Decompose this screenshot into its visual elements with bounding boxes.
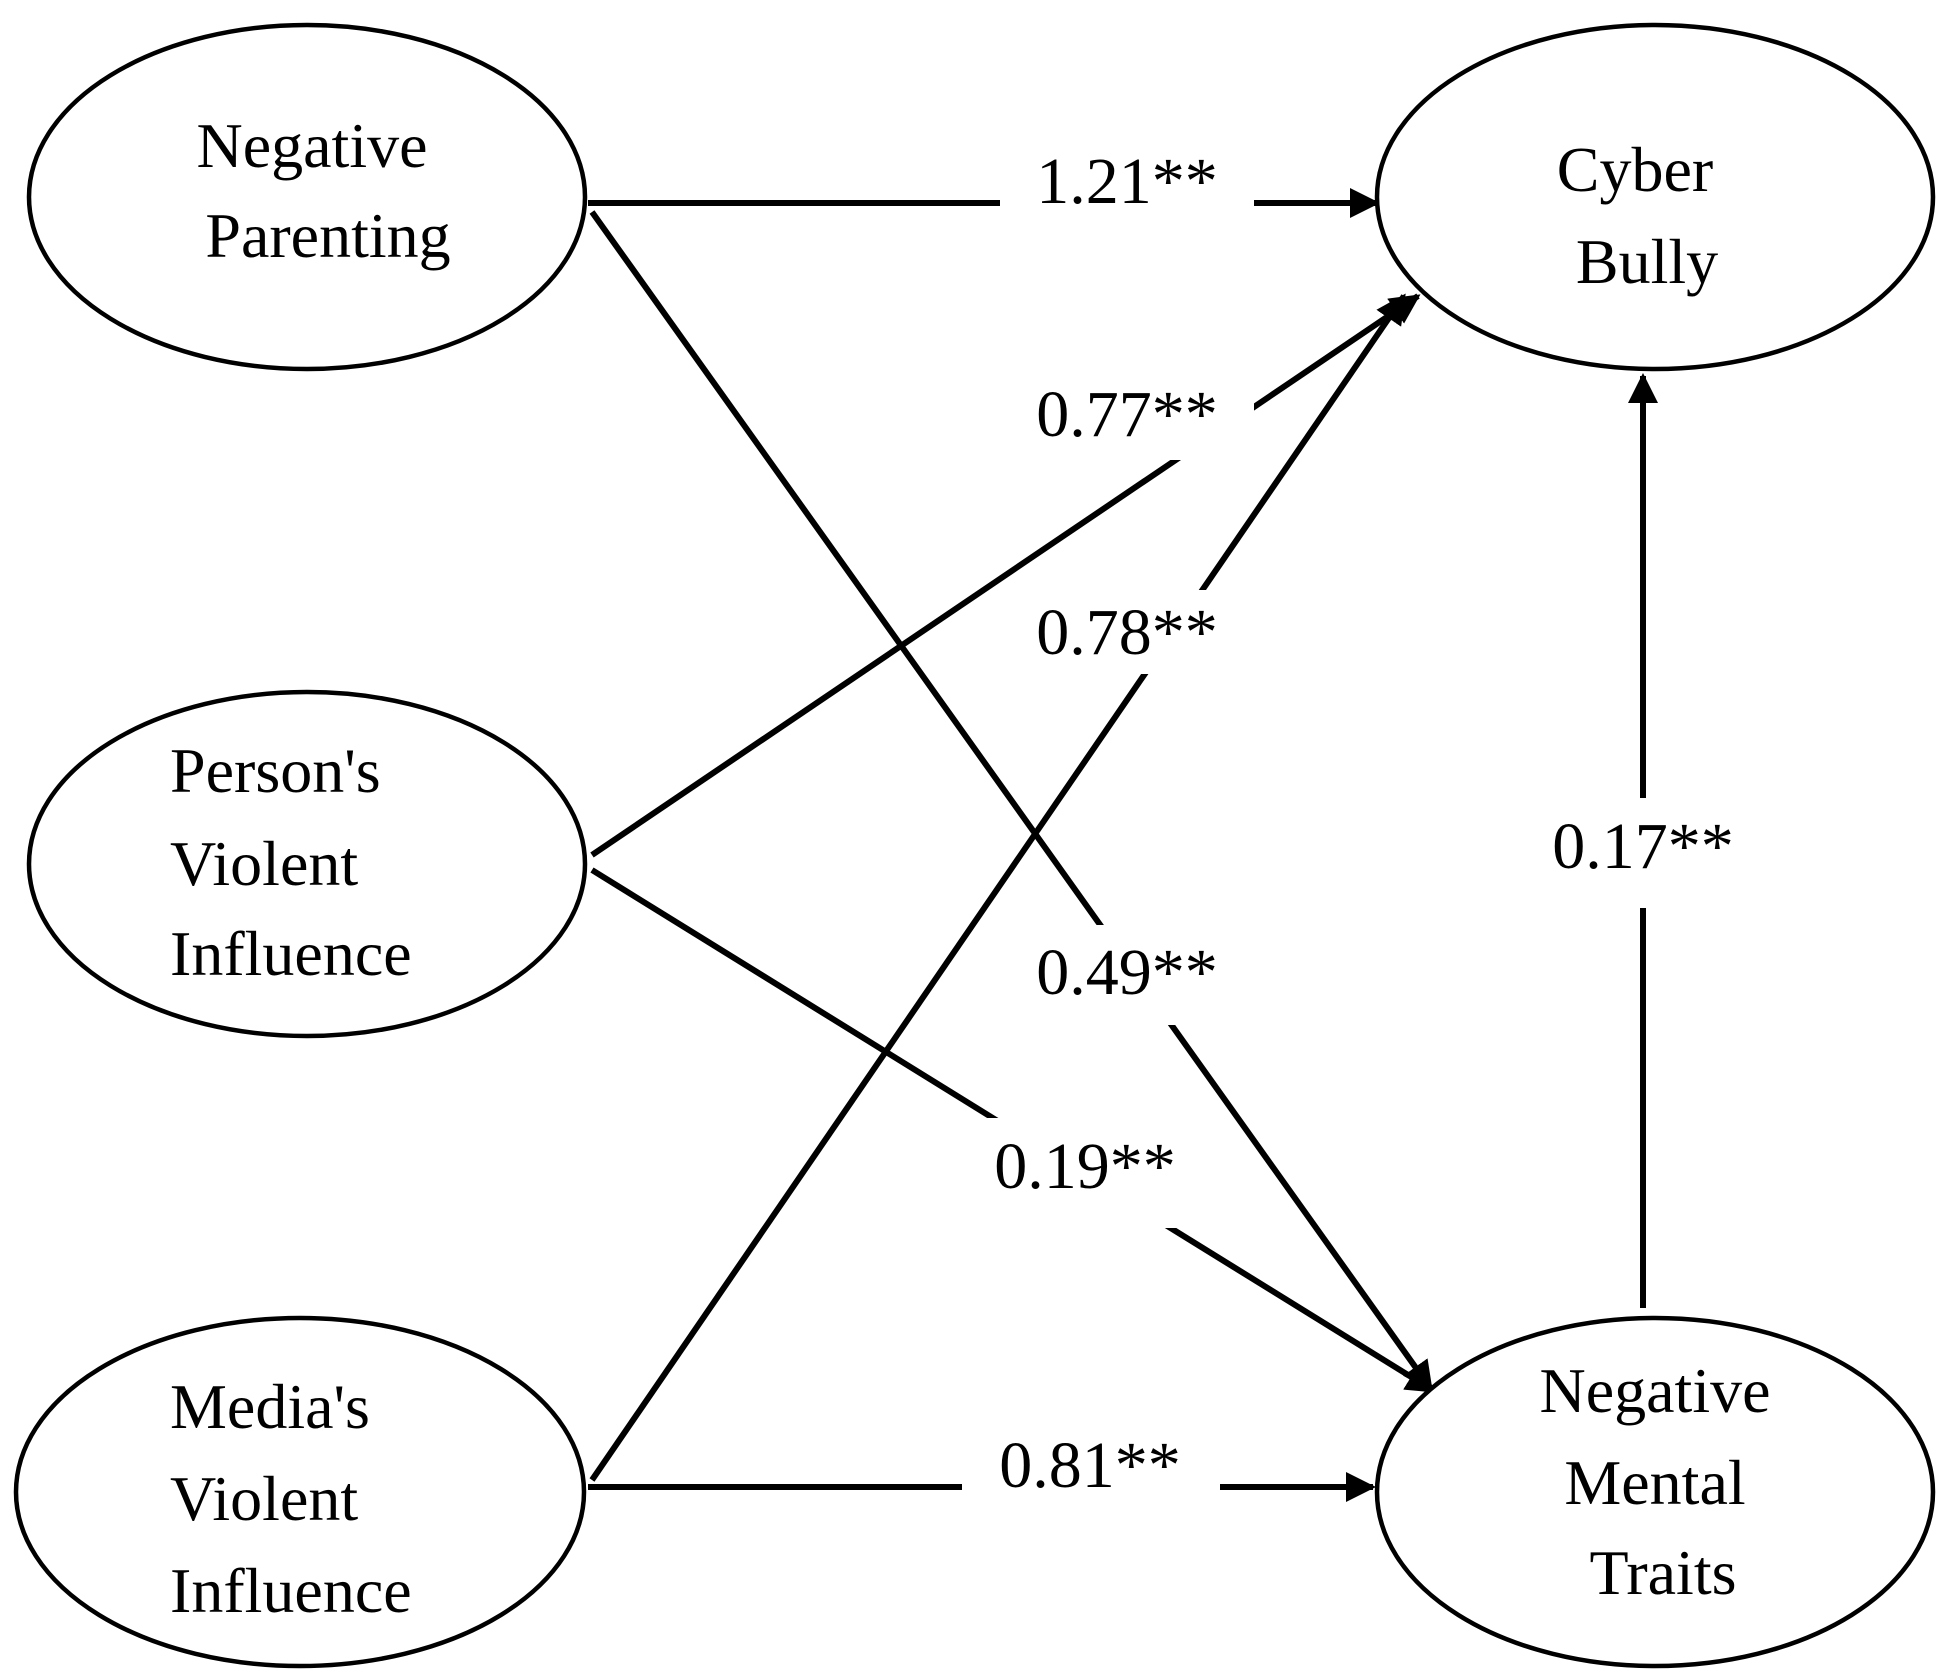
node-medias-violent-influence-label: Media's Violent Influence [170, 1371, 412, 1626]
node-negative-parenting-ellipse [26, 22, 588, 372]
coefficient-medias-violent-to-mental-traits: 0.81** [999, 1429, 1181, 1502]
coefficient-mental-traits-to-cyber-bully: 0.17** [1552, 810, 1734, 883]
coefficient-persons-violent-to-cyber-bully: 0.77** [1036, 378, 1218, 451]
coefficient-parenting-to-cyber-bully: 1.21** [1036, 145, 1218, 218]
node-negative-parenting-label: Negative Parenting [197, 110, 451, 271]
node-cyber-bully: Cyber Bully [1374, 22, 1936, 372]
node-negative-mental-traits-ellipse [1374, 1315, 1936, 1669]
path-persons-violent-to-cyber-bully [590, 293, 1421, 858]
node-negative-mental-traits-label: Negative Mental Traits [1540, 1355, 1787, 1608]
node-negative-parenting: Negative Parenting [26, 22, 588, 372]
coefficient-masks [962, 140, 1730, 1507]
node-persons-violent-influence: Person's Violent Influence [26, 689, 588, 1039]
coefficient-parenting-to-mental-traits: 0.49** [1036, 936, 1218, 1009]
node-cyber-bully-label: Cyber Bully [1557, 134, 1729, 297]
node-negative-mental-traits: Negative Mental Traits [1374, 1315, 1936, 1669]
coefficient-medias-violent-to-cyber-bully: 0.78** [1036, 596, 1218, 669]
node-persons-violent-influence-label: Person's Violent Influence [170, 735, 412, 989]
node-medias-violent-influence: Media's Violent Influence [13, 1315, 587, 1669]
node-medias-violent-influence-ellipse [13, 1315, 587, 1669]
node-cyber-bully-ellipse [1374, 22, 1936, 372]
coefficient-persons-violent-to-mental-traits: 0.19** [994, 1130, 1176, 1203]
path-medias-violent-to-cyber-bully [589, 293, 1407, 1482]
coefficients: 1.21** 0.77** 0.78** 0.17** 0.49** 0.19*… [994, 145, 1734, 1502]
path-parenting-to-mental-traits [589, 210, 1434, 1392]
node-persons-violent-influence-ellipse [26, 689, 588, 1039]
